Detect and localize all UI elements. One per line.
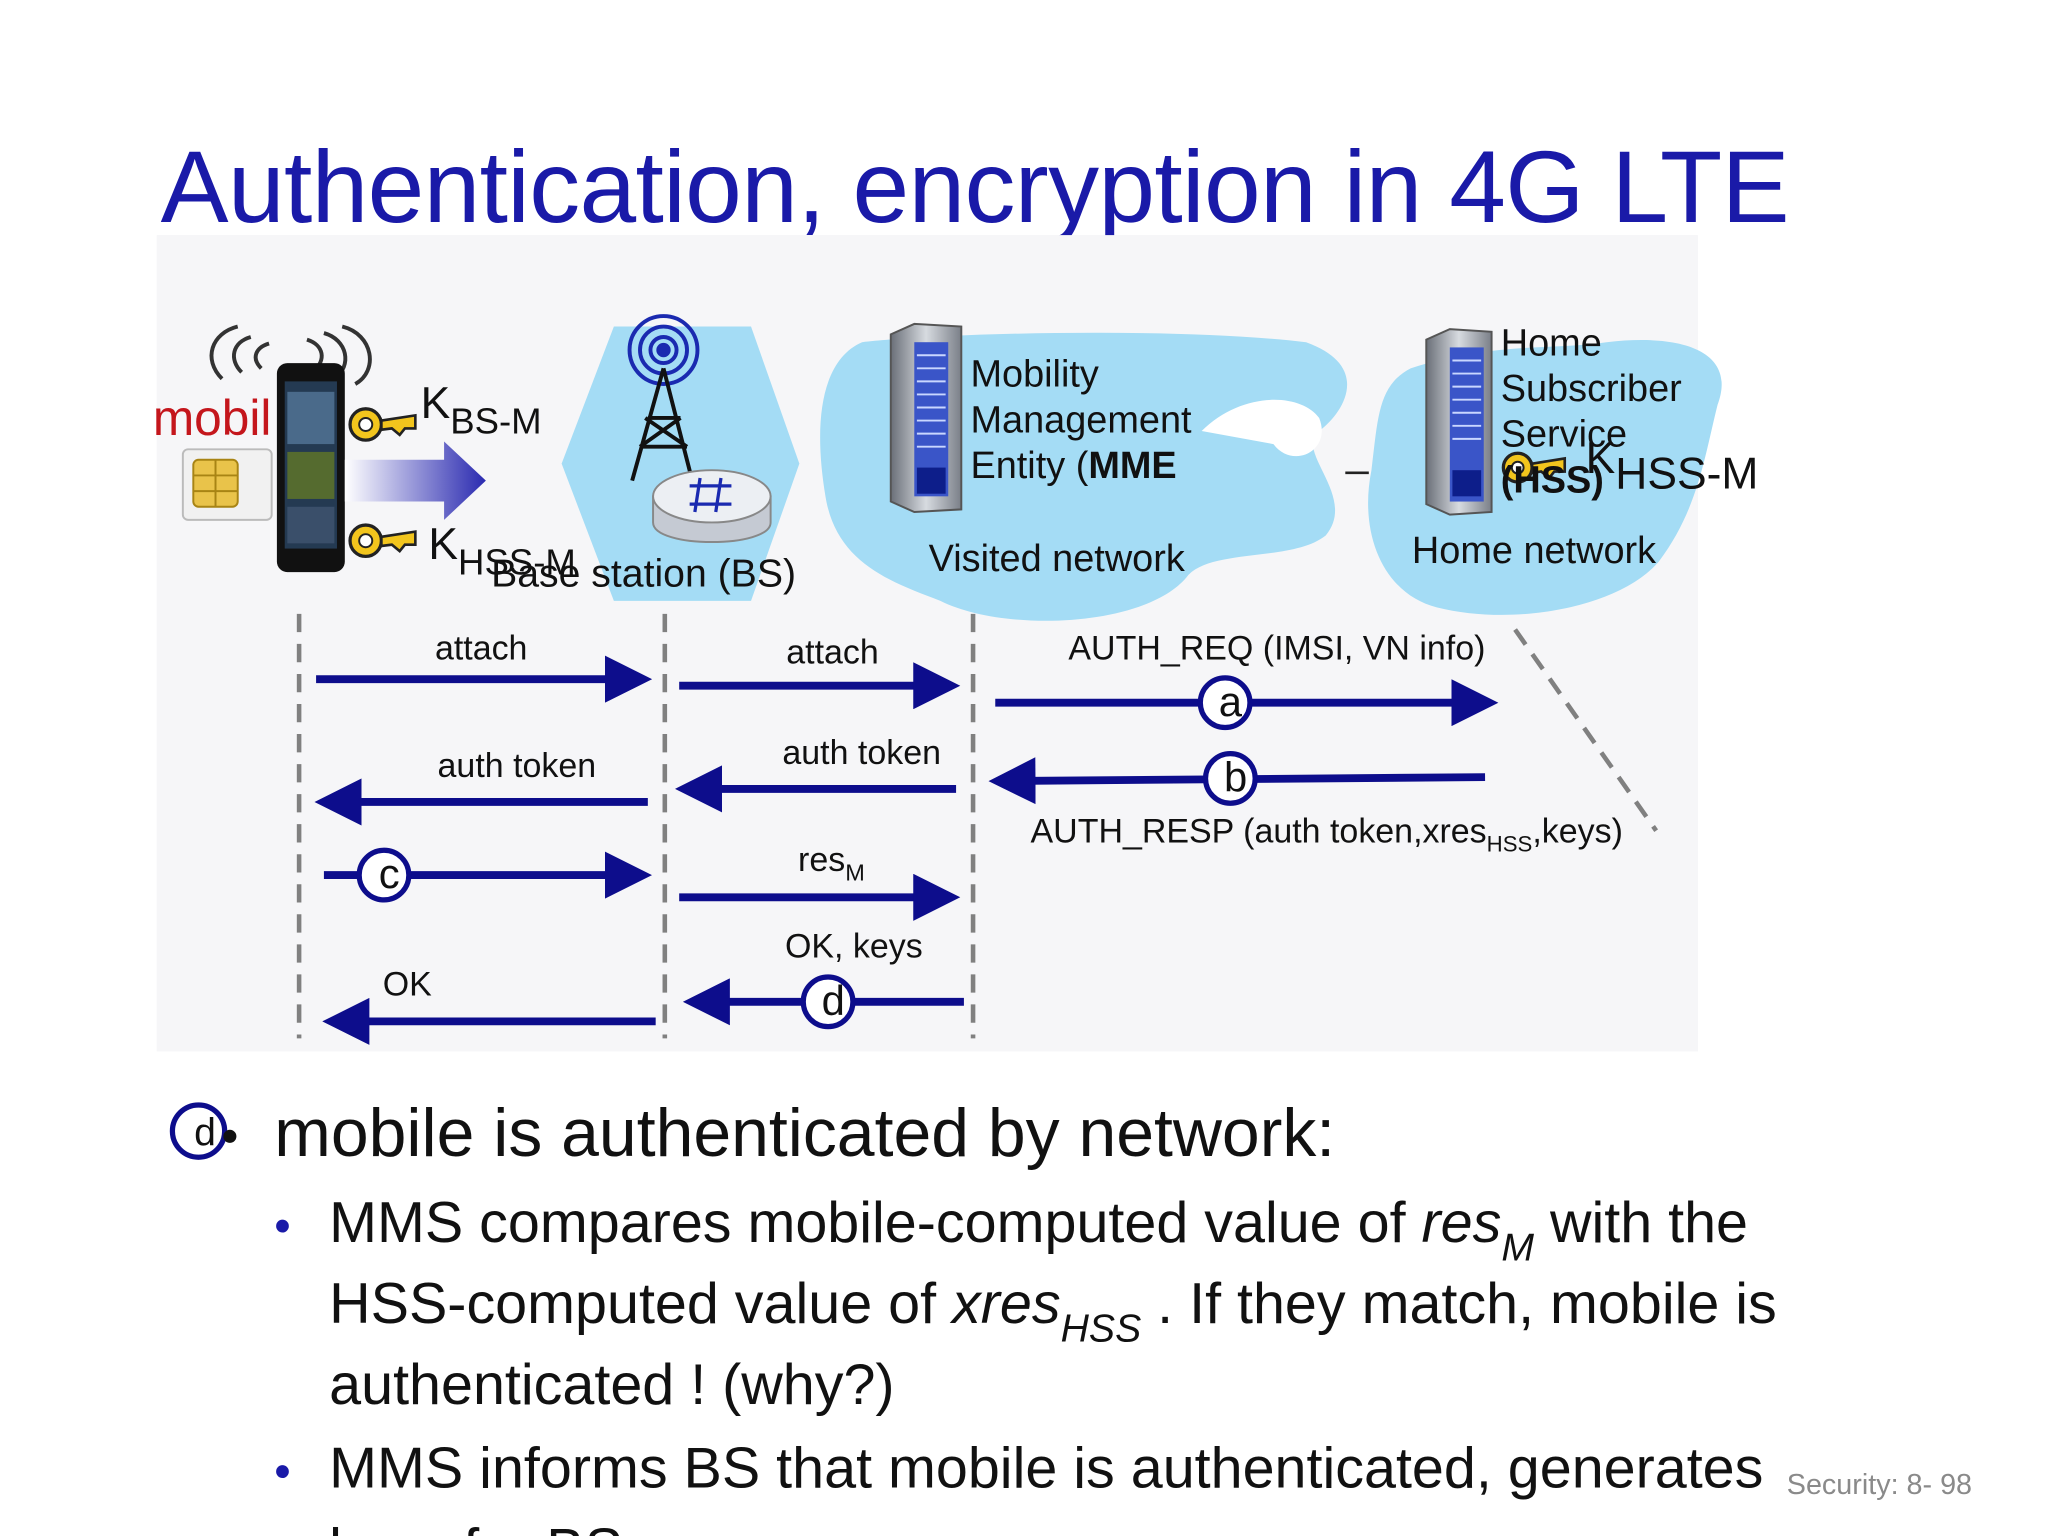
visited-network-cloud-notch xyxy=(1201,399,1322,457)
msg-auth-token-2: auth token xyxy=(782,732,941,772)
sub-bullet-2-dot: • xyxy=(274,1444,291,1499)
step-a-circle xyxy=(1197,675,1253,731)
step-c-circle xyxy=(356,847,412,903)
key-bs-m-label: KBS-M xyxy=(420,378,542,442)
hss-label: Home Subscriber Service (HSS) xyxy=(1501,321,1682,504)
sub-bullet-1-line-2: HSS-computed value of xresHSS . If they … xyxy=(329,1264,1777,1352)
sub-bullet-1-line-1: MMS compares mobile-computed value of re… xyxy=(329,1183,1748,1271)
mme-server-icon xyxy=(889,322,963,513)
auth-resp-sub: HSS xyxy=(1486,831,1533,857)
step-c-label: c xyxy=(379,850,400,897)
hss-server-icon xyxy=(1425,328,1493,516)
key-base: K xyxy=(428,519,459,570)
mobile-to-bs-arrow xyxy=(344,441,486,520)
step-b-circle xyxy=(1202,751,1258,806)
msg-auth-token-1: auth token xyxy=(437,745,597,785)
sub1-line1-sub: M xyxy=(1501,1226,1534,1270)
res-base: res xyxy=(798,839,846,880)
step-d-label: d xyxy=(822,977,845,1024)
mobile-label: mobil xyxy=(152,391,272,447)
key-base: K xyxy=(1585,433,1616,484)
auth-resp-pre: AUTH_RESP (auth token,xres xyxy=(1030,811,1487,851)
bullet-dot xyxy=(223,1129,237,1143)
mme-label: Mobility Management Entity (MME xyxy=(970,353,1191,490)
sub-bullet-2-line-2: keys for BS xyxy=(329,1510,623,1536)
sub1-line2-pre: HSS-computed value of xyxy=(329,1272,953,1337)
step-circles xyxy=(169,675,1258,1160)
msg-ok-keys: OK, keys xyxy=(784,926,923,966)
sub-bullet-2: • MMS informs BS that mobile is authenti… xyxy=(274,1429,1972,1536)
key-base: K xyxy=(420,378,451,429)
sub1-line2-sub: HSS xyxy=(1060,1307,1142,1351)
home-network-label: Home network xyxy=(1411,530,1657,573)
sub1-line1-pre: MMS compares mobile-computed value of xyxy=(329,1191,1422,1256)
step-d-circle xyxy=(800,974,856,1030)
hss-line-3: Service xyxy=(1500,414,1628,456)
base-station-label: Base station (BS) xyxy=(491,552,796,596)
step-a-label: a xyxy=(1219,678,1243,725)
router-icon xyxy=(652,469,772,544)
hss-line-4: (HSS) xyxy=(1500,459,1604,502)
slide-title: Authentication, encryption in 4G LTE xyxy=(160,129,1790,245)
lifeline-hss-diagonal xyxy=(1513,628,1659,833)
page-number: Security: 8- 98 xyxy=(1786,1468,1973,1501)
msg-ok: OK xyxy=(382,963,432,1004)
sub-bullet-1-line-3: authenticated ! (why?) xyxy=(329,1353,895,1418)
res-sub: M xyxy=(845,859,865,886)
visited-network-label: Visited network xyxy=(928,538,1185,580)
mobile-phone-icon xyxy=(276,363,345,573)
sub-bullet-2-line-1: MMS informs BS that mobile is authentica… xyxy=(329,1436,1764,1501)
hss-line-2: Subscriber xyxy=(1500,368,1682,411)
sub-bullet-1: • MMS compares mobile-computed value of … xyxy=(274,1183,1972,1431)
sub1-line1-italic: res xyxy=(1421,1191,1502,1256)
sim-card-icon xyxy=(181,448,273,521)
mme-bold: MME xyxy=(1088,445,1177,488)
key-hss-m-mobile-label: KHSS-M xyxy=(428,519,575,583)
sub1-line2-post: . If they match, mobile is xyxy=(1141,1272,1777,1337)
bullet-step-d-circle xyxy=(169,1102,228,1160)
key-sub: HSS-M xyxy=(1615,449,1759,499)
mme-line-3: Entity (MME xyxy=(970,445,1177,488)
sub-bullet-1-dot: • xyxy=(274,1199,291,1253)
hss-line-1: Home xyxy=(1500,322,1602,365)
sub1-line2-italic: xres xyxy=(952,1272,1061,1337)
msg-attach-1: attach xyxy=(434,628,528,668)
key-icon-bs-m xyxy=(348,407,417,442)
key-sub: BS-M xyxy=(450,400,542,442)
step-b-label: b xyxy=(1224,754,1247,801)
cell-tower-icon xyxy=(627,314,700,482)
key-icon-hss-m-mobile xyxy=(348,523,417,559)
mme-line-1: Mobility xyxy=(970,353,1099,396)
lifelines xyxy=(296,613,1659,1039)
key-icon-hss-m-home xyxy=(1501,451,1567,484)
key-hss-m-home-label: KHSS-M xyxy=(1585,433,1759,499)
bullet-main: mobile is authenticated by network: xyxy=(274,1095,1336,1172)
bullet-step-d-label: d xyxy=(194,1111,216,1154)
auth-resp-post: ,keys) xyxy=(1532,811,1623,851)
key-sub: HSS-M xyxy=(458,542,576,583)
mme-line-2: Management xyxy=(970,399,1192,442)
msg-auth-req: AUTH_REQ (IMSI, VN info) xyxy=(1068,628,1486,668)
sub1-line1-post: with the xyxy=(1533,1191,1749,1256)
msg-attach-2: attach xyxy=(786,632,879,672)
msg-auth-resp: AUTH_RESP (auth token,xresHSS,keys) xyxy=(1030,811,1623,857)
msg-res: resM xyxy=(798,839,865,886)
